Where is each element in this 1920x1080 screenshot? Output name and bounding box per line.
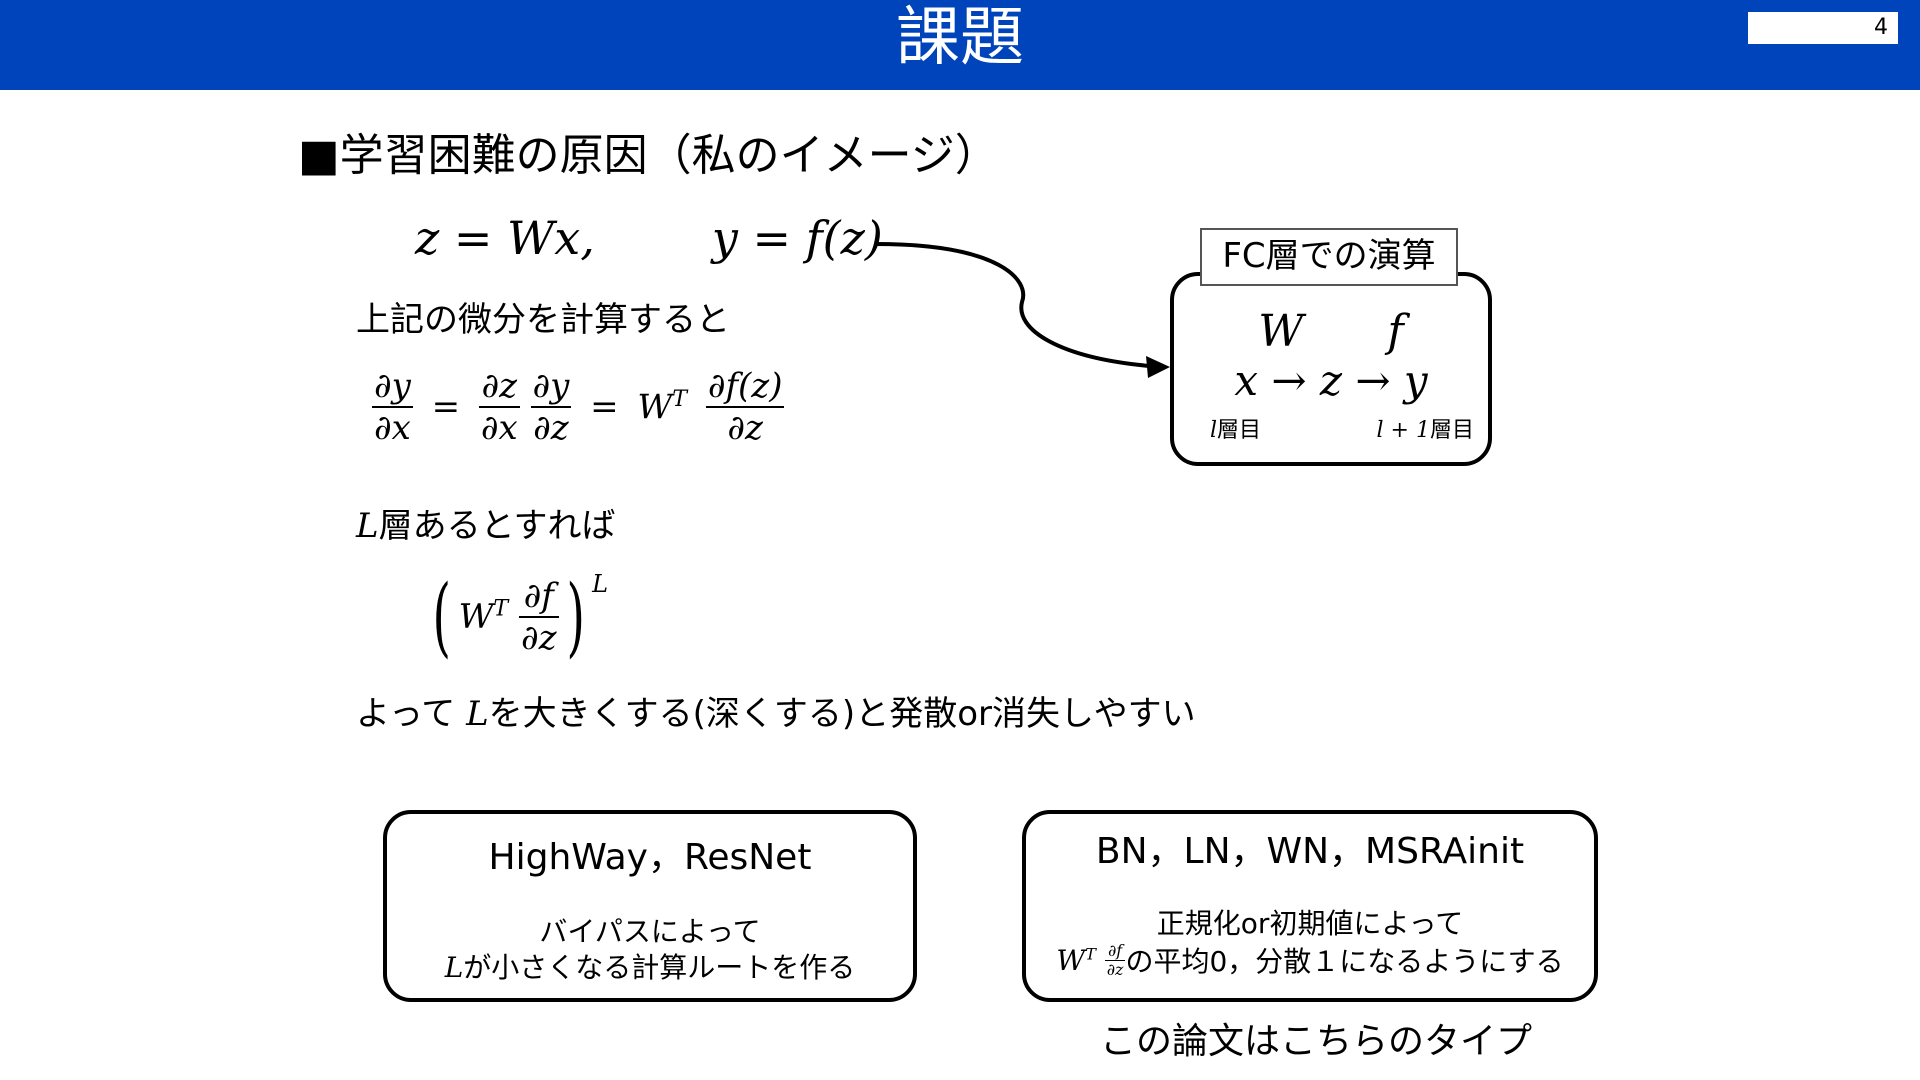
section-title: ■学習困難の原因（私のイメージ）: [298, 130, 999, 181]
frac-dy-dx: ∂y ∂x: [372, 366, 413, 448]
fc-left-layer: l層目: [1210, 418, 1262, 443]
highway-resnet-box: HighWay，ResNet バイパスによって Lが小さくなる計算ルートを作る: [383, 810, 917, 1002]
derivative-equation: ∂y ∂x = ∂z ∂x ∂y ∂z = WT ∂f(z) ∂z: [372, 366, 785, 448]
box-right-title: BN，LN，WN，MSRAinit: [1095, 831, 1525, 872]
box-right-line1: 正規化or初期値によって: [1156, 907, 1464, 940]
layers-intro: L層あるとすれば: [356, 506, 616, 546]
frac-df-dz: ∂f(z) ∂z: [705, 366, 785, 448]
fc-flow: x → z → y: [1234, 356, 1428, 405]
fc-right-layer: l + 1層目: [1376, 418, 1474, 443]
fc-weights: W f: [1258, 306, 1404, 357]
arrow-path: [874, 242, 1151, 368]
fc-label: FC層での演算: [1200, 228, 1458, 286]
forward-equation: z = Wx, y = f(z): [415, 211, 883, 265]
fc-operation-box: W f x → z → y l層目 l + 1層目: [1170, 272, 1492, 466]
box-right-line2: WT ∂f ∂z の平均0，分散１になるようにする: [1056, 940, 1564, 979]
page-number: 4: [1748, 12, 1898, 44]
normalization-box: BN，LN，WN，MSRAinit 正規化or初期値によって WT ∂f ∂z …: [1022, 810, 1598, 1002]
box-left-line2: Lが小さくなる計算ルートを作る: [444, 951, 856, 984]
arrow-head: [1146, 356, 1170, 378]
power-expression: (WT ∂f ∂z )L: [432, 567, 609, 667]
box-left-title: HighWay，ResNet: [488, 837, 812, 878]
header-bar: 課題 4: [0, 0, 1920, 90]
paper-type-caption: この論文はこちらのタイプ: [1100, 1021, 1533, 1062]
box-left-line1: バイパスによって: [539, 915, 761, 948]
conclusion-text: よって Lを大きくする(深くする)と発散or消失しやすい: [356, 694, 1196, 734]
frac-dz-dx: ∂z ∂x: [478, 366, 520, 448]
derivative-intro: 上記の微分を計算すると: [356, 300, 730, 340]
small-frac-df-dz: ∂f ∂z: [1104, 940, 1126, 979]
slide-title: 課題: [896, 1, 1024, 75]
frac-df-dz-2: ∂f ∂z: [519, 576, 559, 658]
frac-dy-dz: ∂y ∂z: [530, 366, 572, 448]
